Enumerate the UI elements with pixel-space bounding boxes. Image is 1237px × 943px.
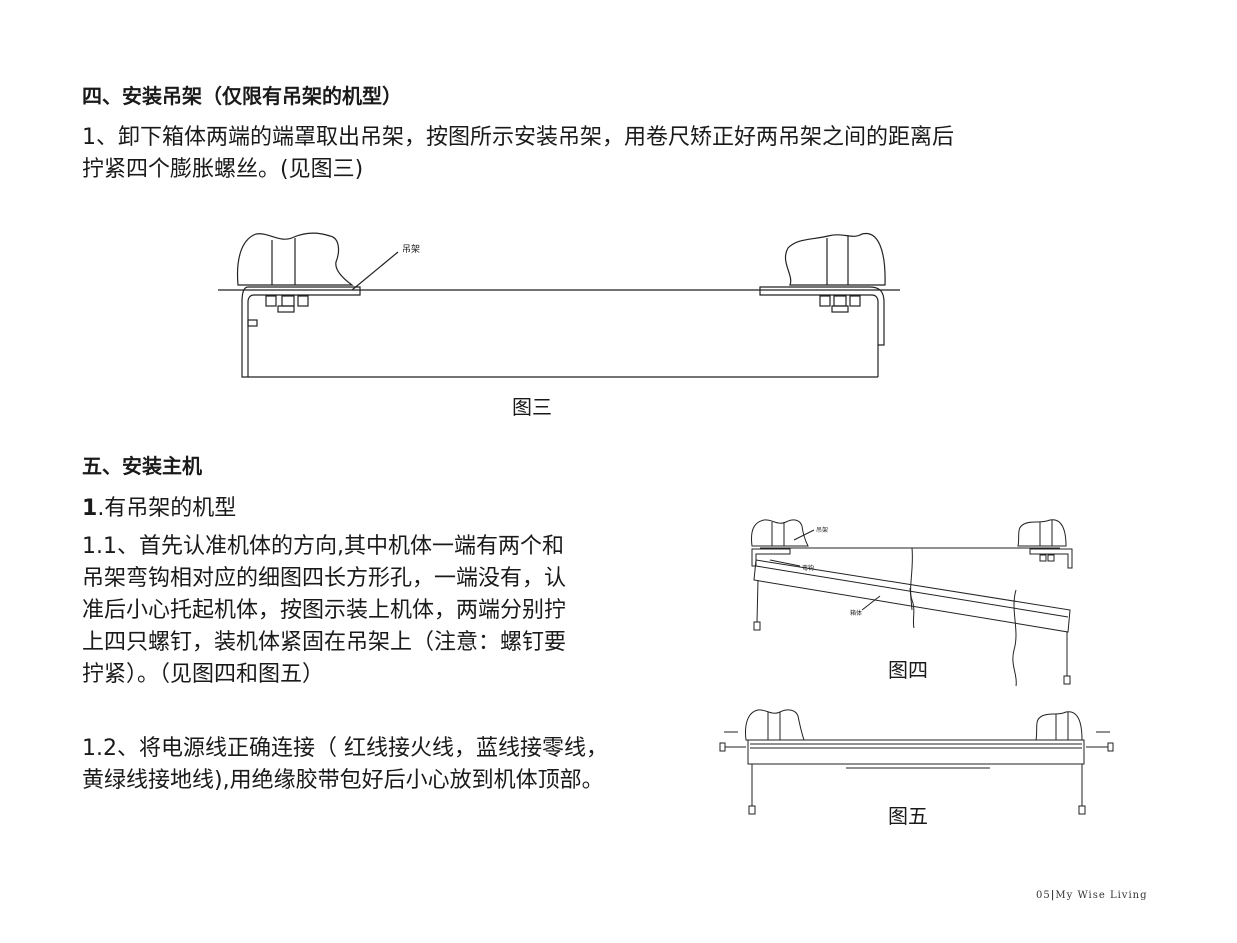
figure-3-bracket-label: 吊架 — [402, 245, 421, 255]
subsection-1-number: 1 — [82, 496, 98, 521]
figure-4-bracket-label: 吊架 — [816, 527, 829, 534]
section-4-paragraph-line-1: 1、卸下箱体两端的端罩取出吊架，按图所示安装吊架，用卷尺矫正好两吊架之间的距离后 — [82, 125, 955, 150]
subsection-1-title: 1.有吊架的机型 — [82, 493, 236, 525]
figure-3-caption: 图三 — [512, 395, 552, 419]
paragraph-1-1-line: 上四只螺钉，装机体紧固在吊架上（注意：螺钉要 — [82, 630, 567, 655]
section-4-paragraph-line-2: 拧紧四个膨胀螺丝。(见图三) — [82, 157, 364, 182]
page-footer: 05|My Wise Living — [1036, 890, 1148, 901]
figure-4-caption: 图四 — [888, 658, 928, 682]
paragraph-1-1-line: 1.1、首先认准机体的方向,其中机体一端有两个和 — [82, 534, 564, 559]
section-4-heading: 四、安装吊架（仅限有吊架的机型） — [82, 84, 402, 108]
paragraph-1-2: 1.2、将电源线正确连接（ 红线接火线，蓝线接零线， 黄绿线接地线),用绝缘胶带… — [82, 733, 608, 797]
paragraph-1-1-line: 准后小心托起机体，按图示装上机体，两端分别拧 — [82, 598, 567, 623]
figure-4-hook-label: 弯钩 — [802, 565, 815, 572]
page-number: 05 — [1036, 890, 1051, 901]
figure-4-body-label: 箱体 — [850, 610, 863, 617]
footer-divider: | — [1050, 890, 1056, 901]
paragraph-1-1: 1.1、首先认准机体的方向,其中机体一端有两个和 吊架弯钩相对应的细图四长方形孔… — [82, 531, 566, 691]
paragraph-1-1-line: 吊架弯钩相对应的细图四长方形孔，一端没有，认 — [82, 566, 567, 591]
section-4-paragraph: 1、卸下箱体两端的端罩取出吊架，按图所示安装吊架，用卷尺矫正好两吊架之间的距离后… — [82, 122, 954, 186]
footer-brand: My Wise Living — [1055, 890, 1148, 901]
subsection-1-text: .有吊架的机型 — [97, 496, 237, 521]
figure-5-caption: 图五 — [888, 804, 928, 828]
section-5-heading: 五、安装主机 — [82, 454, 202, 478]
paragraph-1-2-line: 黄绿线接地线),用绝缘胶带包好后小心放到机体顶部。 — [82, 768, 604, 793]
paragraph-1-1-line: 拧紧）。（见图四和图五） — [82, 662, 325, 687]
paragraph-1-2-line: 1.2、将电源线正确连接（ 红线接火线，蓝线接零线， — [82, 736, 608, 761]
